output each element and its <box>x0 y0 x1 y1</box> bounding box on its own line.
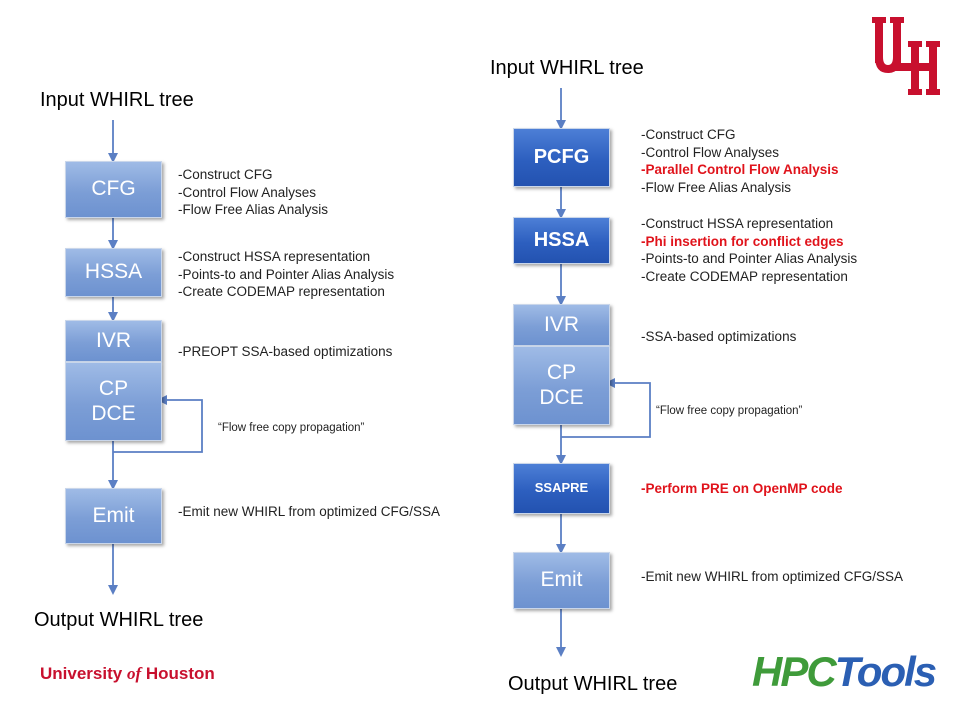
note-line: -Control Flow Analyses <box>641 144 780 160</box>
left-emit-notes: -Emit new WHIRL from optimized CFG/SSA <box>178 503 440 521</box>
left-ivr-notes: -PREOPT SSA-based optimizations <box>178 343 392 361</box>
right-input-label: Input WHIRL tree <box>490 57 644 79</box>
right-ssapre-notes: -Perform PRE on OpenMP code <box>641 480 843 498</box>
left-ivr-box: IVR <box>65 320 162 362</box>
left-emit-box: Emit <box>65 488 162 544</box>
note-line: -Create CODEMAP representation <box>178 284 385 299</box>
university-prefix: University <box>40 664 127 683</box>
note-line: -Points-to and Pointer Alias Analysis <box>641 251 858 266</box>
note-line: -Create CODEMAP representation <box>641 268 848 284</box>
university-name: University of Houston <box>40 664 215 684</box>
note-line: -Emit new WHIRL from optimized CFG/SSA <box>641 569 904 584</box>
right-output-label: Output WHIRL tree <box>508 673 678 695</box>
hpctools-logo-tools: Tools <box>834 648 937 695</box>
note-line: -Emit new WHIRL from optimized CFG/SSA <box>178 504 441 519</box>
right-ssapre-box: SSAPRE <box>513 463 610 514</box>
hpctools-logo-hpc: HPC <box>752 648 837 695</box>
note-line: -Flow Free Alias Analysis <box>641 179 792 195</box>
right-emit-box: Emit <box>513 552 610 609</box>
right-loop-note: “Flow free copy propagation” <box>656 405 803 417</box>
note-line: -Points-to and Pointer Alias Analysis <box>178 266 395 282</box>
university-of: of <box>126 664 142 683</box>
note-line: -Construct CFG <box>641 127 736 142</box>
note-line: -Control Flow Analyses <box>178 184 317 200</box>
right-pcfg-notes: -Construct CFG -Control Flow Analyses -P… <box>641 126 839 196</box>
right-pcfg-box: PCFG <box>513 128 610 187</box>
note-line-highlight: -Perform PRE on OpenMP code <box>641 481 843 496</box>
right-ivr-notes: -SSA-based optimizations <box>641 328 796 346</box>
right-cpdce-box: CP DCE <box>513 346 610 425</box>
left-hssa-box: HSSA <box>65 248 162 297</box>
right-ivr-box: IVR <box>513 304 610 346</box>
right-hssa-notes: -Construct HSSA representation -Phi inse… <box>641 215 857 285</box>
uh-logo-icon <box>872 17 940 95</box>
left-cfg-notes: -Construct CFG -Control Flow Analyses -F… <box>178 166 328 219</box>
left-input-label: Input WHIRL tree <box>40 89 194 111</box>
note-line-highlight: -Parallel Control Flow Analysis <box>641 162 839 177</box>
note-line: -Construct HSSA representation <box>641 216 834 231</box>
note-line-highlight: -Phi insertion for conflict edges <box>641 233 844 249</box>
hpctools-logo: HPCTools <box>752 648 937 696</box>
left-cfg-box: CFG <box>65 161 162 218</box>
note-line: -PREOPT SSA-based optimizations <box>178 344 393 359</box>
right-emit-notes: -Emit new WHIRL from optimized CFG/SSA <box>641 568 903 586</box>
right-hssa-box: HSSA <box>513 217 610 264</box>
university-suffix: Houston <box>141 664 215 683</box>
note-line: -Flow Free Alias Analysis <box>178 202 329 217</box>
left-cpdce-box: CP DCE <box>65 362 162 441</box>
note-line: -SSA-based optimizations <box>641 329 797 344</box>
left-hssa-notes: -Construct HSSA representation -Points-t… <box>178 248 394 301</box>
left-loop-arrow <box>113 395 203 453</box>
note-line: -Construct HSSA representation <box>178 249 371 264</box>
left-loop-note: “Flow free copy propagation” <box>218 422 365 434</box>
left-output-label: Output WHIRL tree <box>34 609 204 631</box>
note-line: -Construct CFG <box>178 167 273 182</box>
right-loop-arrow <box>561 378 651 438</box>
